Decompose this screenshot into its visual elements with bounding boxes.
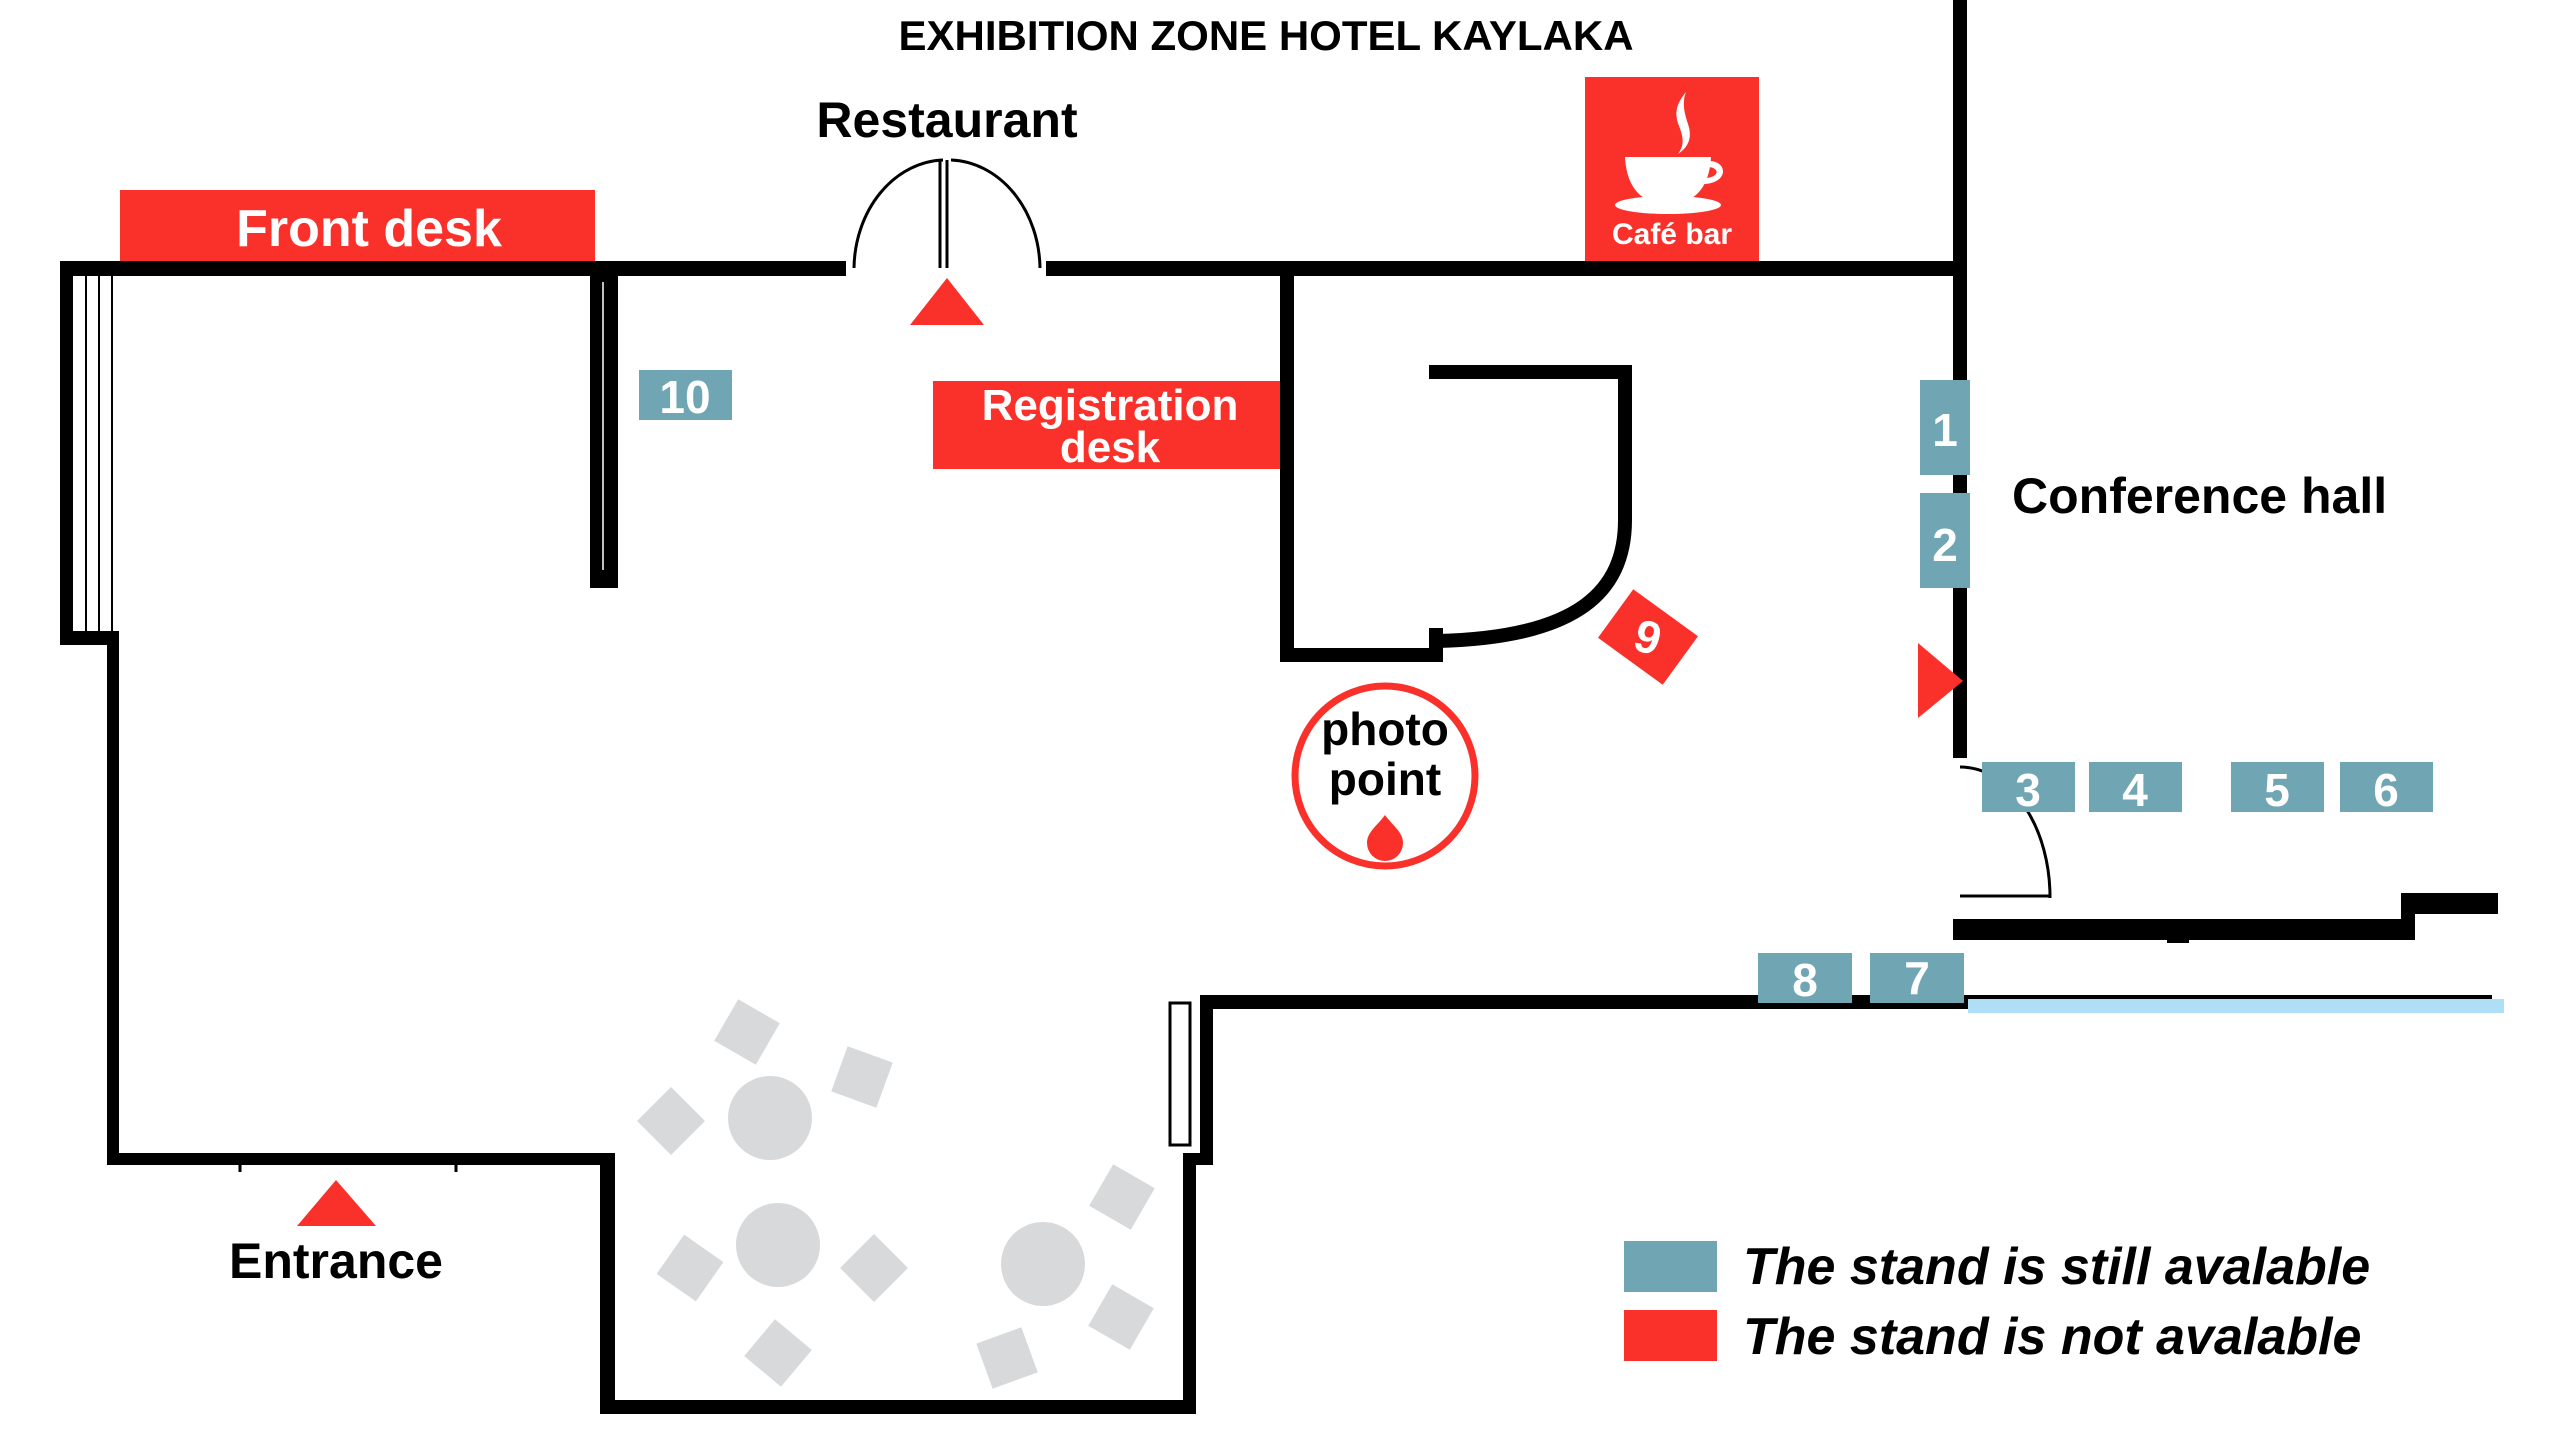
cafe-bar-label: Café bar	[1612, 218, 1732, 251]
table-1	[728, 1076, 812, 1160]
small-window	[1168, 1001, 1192, 1147]
registration-desk-label-line2: desk	[1060, 423, 1161, 472]
drop-pin-icon	[1367, 815, 1403, 861]
main-entrance-arrow-icon	[297, 1180, 376, 1226]
stand-box-available	[1758, 953, 1852, 1003]
photo-point-label-line1: photo	[1321, 703, 1449, 755]
stand-9[interactable]: 9	[1598, 589, 1698, 685]
stand-number: 10	[659, 371, 710, 423]
stand-2[interactable]: 2	[1920, 493, 1970, 588]
stand-box-available	[1920, 493, 1970, 588]
chair	[840, 1234, 908, 1302]
left-window	[85, 276, 113, 631]
conference-hall-label: Conference hall	[2012, 468, 2387, 524]
table-3	[1001, 1222, 1085, 1306]
restaurant-label: Restaurant	[816, 92, 1078, 148]
stand-10[interactable]: 10	[639, 370, 732, 423]
cafe-bar[interactable]: Café bar	[1585, 77, 1759, 261]
entrance-label: Entrance	[229, 1233, 443, 1289]
legend-available-label: The stand is still avalable	[1743, 1238, 2370, 1296]
stand-box-available	[2089, 762, 2182, 812]
entrance-door-marks	[238, 1165, 458, 1172]
photo-point[interactable]: photo point	[1291, 682, 1479, 870]
stand-box-available	[1870, 953, 1964, 1003]
coffee-cup-icon	[1615, 92, 1724, 214]
stand-number: 7	[1904, 952, 1930, 1004]
legend-swatch-available	[1624, 1241, 1717, 1292]
stand-number: 8	[1792, 954, 1818, 1006]
curved-wall	[1435, 519, 1632, 648]
stand-7[interactable]: 7	[1870, 952, 1964, 1004]
stand-box-available	[2231, 762, 2324, 812]
stand-number: 3	[2015, 764, 2041, 816]
chair	[831, 1046, 893, 1108]
stands: 1 2 3 4 5 6 7 8	[639, 370, 2433, 1006]
chair	[976, 1327, 1038, 1389]
stand-box-not_available	[1598, 589, 1698, 685]
map-title: EXHIBITION ZONE HOTEL KAYLAKA	[898, 12, 1633, 59]
chair	[714, 999, 780, 1065]
legend-swatch-not-available	[1624, 1310, 1717, 1361]
stand-number: 5	[2264, 764, 2290, 816]
stand-number: 6	[2373, 764, 2399, 816]
stand-5[interactable]: 5	[2231, 762, 2324, 816]
photo-point-label-line2: point	[1329, 753, 1441, 805]
stand-8[interactable]: 8	[1758, 953, 1852, 1006]
chair	[656, 1234, 724, 1302]
stand-1[interactable]: 1	[1920, 380, 1970, 475]
chair	[1088, 1284, 1154, 1350]
registration-desk[interactable]: Registration desk	[933, 381, 1286, 472]
registration-desk-label-line1: Registration	[982, 381, 1239, 430]
table-2	[736, 1203, 820, 1287]
stand-box-available	[1982, 762, 2075, 812]
restaurant-entry-arrow-icon	[910, 278, 984, 325]
stand-number: 4	[2122, 764, 2148, 816]
chair	[1089, 1164, 1155, 1230]
front-desk[interactable]: Front desk	[120, 190, 595, 261]
glass-wall	[1968, 999, 2504, 1013]
stand-3[interactable]: 3	[1982, 762, 2075, 816]
chair	[744, 1319, 812, 1387]
stand-box-available	[1920, 380, 1970, 475]
stand-number: 2	[1932, 519, 1958, 571]
conference-entry-arrow-icon	[1918, 643, 1963, 718]
stand-6[interactable]: 6	[2340, 762, 2433, 816]
legend: The stand is still avalable The stand is…	[1624, 1238, 2370, 1366]
front-desk-label: Front desk	[236, 200, 502, 258]
chair	[637, 1087, 705, 1155]
stand-box-available	[2340, 762, 2433, 812]
legend-not-available-label: The stand is not avalable	[1743, 1308, 2361, 1366]
stand-4[interactable]: 4	[2089, 762, 2182, 816]
lounge-furniture	[637, 999, 1155, 1389]
stand-box-available	[639, 370, 732, 420]
restaurant-door[interactable]	[852, 158, 1042, 269]
stand-number: 1	[1932, 404, 1958, 456]
